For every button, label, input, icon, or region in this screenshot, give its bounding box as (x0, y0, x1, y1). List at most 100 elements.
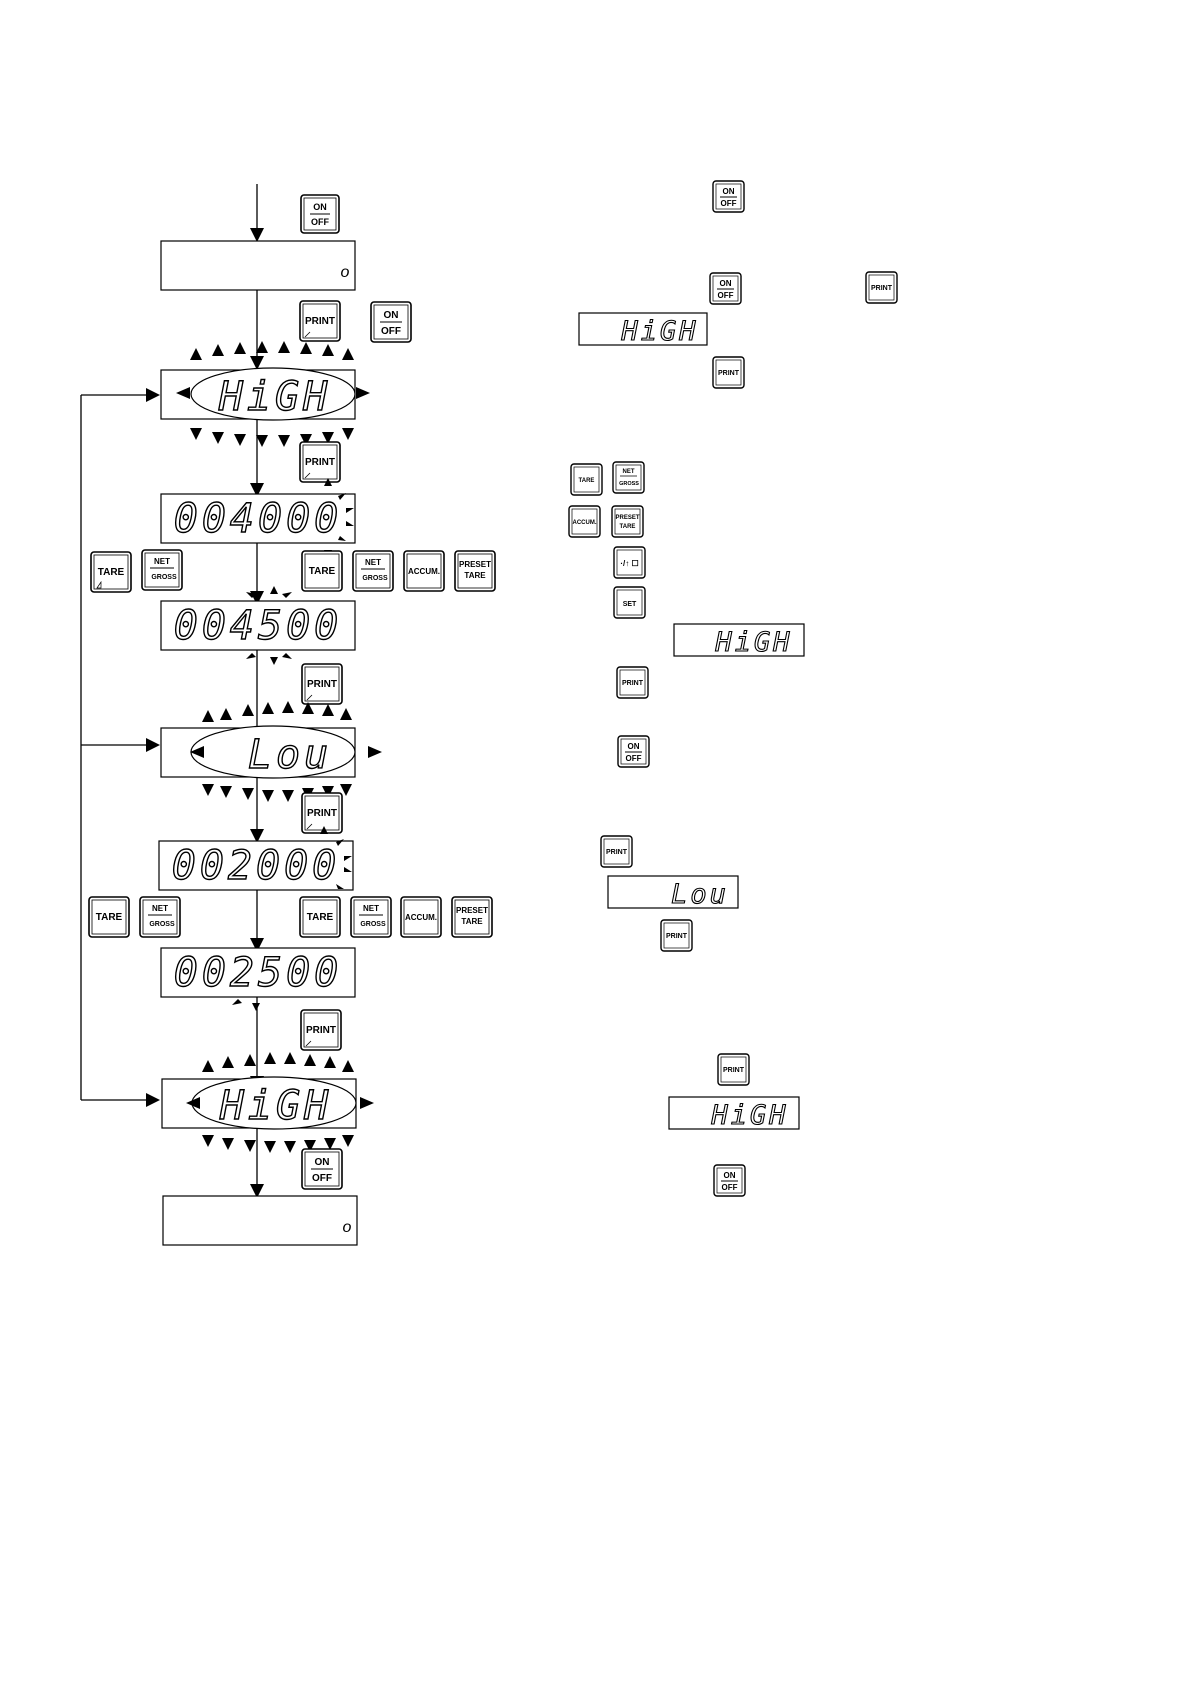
tare-key-right-2[interactable]: TARE (299, 896, 341, 938)
svg-text:PRINT: PRINT (307, 808, 337, 819)
ref-display-high-3 (668, 1096, 800, 1130)
print-key-3[interactable]: PRINT (301, 663, 343, 705)
svg-text:OFF: OFF (311, 217, 329, 227)
svg-text:OFF: OFF (312, 1173, 332, 1184)
svg-text:002500: 002500 (174, 950, 343, 996)
on-off-key-1[interactable]: ON OFF (370, 301, 412, 343)
svg-text:HiGH: HiGH (620, 316, 698, 347)
print-key-r4[interactable]: PRINT (600, 835, 633, 868)
accum-key-r[interactable]: ACCUM. (568, 505, 601, 538)
on-off-key-r2[interactable]: ON OFF (709, 272, 742, 305)
on-off-key-end[interactable]: ON OFF (301, 1148, 343, 1190)
on-off-key-r4[interactable]: ON OFF (713, 1164, 746, 1197)
ref-display-high-2 (673, 623, 805, 657)
net-gross-key-right-1[interactable]: NET GROSS (352, 550, 394, 592)
accum-key-2[interactable]: ACCUM. (400, 896, 442, 938)
net-gross-key-r[interactable]: NET GROSS (612, 461, 645, 494)
svg-text:SET: SET (623, 601, 637, 608)
svg-text:TARE: TARE (461, 917, 483, 926)
shift-key-r[interactable]: ·/↑ ☐ (613, 546, 646, 579)
ref-display-low (607, 875, 739, 909)
svg-text:TARE: TARE (98, 567, 125, 578)
svg-text:TARE: TARE (579, 478, 595, 484)
svg-text:ACCUM.: ACCUM. (408, 567, 440, 576)
svg-text:TARE: TARE (464, 571, 486, 580)
preset-tare-key-2[interactable]: PRESET TARE (451, 896, 493, 938)
svg-text:TARE: TARE (96, 912, 123, 923)
svg-text:PRINT: PRINT (622, 680, 644, 687)
svg-text:PRESET: PRESET (456, 906, 488, 915)
svg-text:PRESET: PRESET (459, 560, 491, 569)
print-key-2[interactable]: PRINT (299, 441, 341, 483)
tare-key-right-1[interactable]: TARE (301, 550, 343, 592)
ref-display-high-1 (578, 312, 708, 346)
display-high-flashing-2: HiGH (161, 1052, 374, 1153)
print-key-r2[interactable]: PRINT (712, 356, 745, 389)
accum-key-1[interactable]: ACCUM. (403, 550, 445, 592)
svg-text:PRINT: PRINT (871, 285, 893, 292)
svg-text:NET: NET (365, 558, 381, 567)
on-off-key-r3[interactable]: ON OFF (617, 735, 650, 768)
display-low-flashing: Lou (160, 701, 382, 802)
svg-text:HiGH: HiGH (218, 374, 331, 420)
print-key-r5[interactable]: PRINT (660, 919, 693, 952)
print-key-5[interactable]: PRINT (300, 1009, 342, 1051)
svg-text:GROSS: GROSS (362, 575, 388, 582)
svg-text:OFF: OFF (721, 199, 737, 208)
svg-text:NET: NET (154, 557, 170, 566)
svg-text:PRESET: PRESET (615, 515, 639, 521)
svg-text:Lou: Lou (248, 732, 332, 778)
svg-text:ON: ON (723, 187, 735, 196)
svg-text:OFF: OFF (381, 326, 401, 337)
display-dot-bottom: o (343, 1219, 352, 1236)
display-blank-bottom (162, 1195, 358, 1246)
svg-text:GROSS: GROSS (151, 574, 177, 581)
print-key-1[interactable]: PRINT (299, 300, 341, 342)
svg-text:ON: ON (724, 1171, 736, 1180)
net-gross-key-left-1[interactable]: NET GROSS (141, 549, 183, 591)
tare-key-left-1[interactable]: TARE (90, 551, 132, 593)
preset-tare-key-r[interactable]: PRESET TARE (611, 505, 644, 538)
svg-text:ON: ON (628, 742, 640, 751)
net-gross-key-left-2[interactable]: NET GROSS (139, 896, 181, 938)
print-key-r3[interactable]: PRINT (616, 666, 649, 699)
tare-key-r[interactable]: TARE (570, 463, 603, 496)
display-blank-top (160, 240, 356, 291)
on-off-key-r1[interactable]: ON OFF (712, 180, 745, 213)
svg-text:PRINT: PRINT (305, 316, 335, 327)
display-value-4500: 004500 (160, 586, 356, 665)
svg-text:·/↑ ☐: ·/↑ ☐ (620, 559, 638, 568)
set-key-r[interactable]: SET (613, 586, 646, 619)
svg-text:PRINT: PRINT (666, 933, 688, 940)
print-key-r1[interactable]: PRINT (865, 271, 898, 304)
print-key-4[interactable]: PRINT (301, 792, 343, 834)
svg-text:GROSS: GROSS (149, 921, 175, 928)
display-dot-top: o (341, 264, 350, 281)
display-value-2500: 002500 (160, 947, 356, 1011)
svg-text:002000: 002000 (172, 843, 341, 889)
svg-text:GROSS: GROSS (360, 921, 386, 928)
svg-text:PRINT: PRINT (307, 679, 337, 690)
svg-text:NET: NET (152, 904, 168, 913)
loop-back-connector (80, 388, 160, 1107)
net-gross-key-right-2[interactable]: NET GROSS (350, 896, 392, 938)
svg-text:PRINT: PRINT (606, 849, 628, 856)
on-off-key-start[interactable]: ON OFF (300, 194, 340, 234)
svg-text:Lou: Lou (671, 879, 729, 910)
svg-text:ON: ON (315, 1157, 330, 1168)
svg-text:ON: ON (313, 202, 327, 212)
print-key-r6[interactable]: PRINT (717, 1053, 750, 1086)
svg-text:ON: ON (720, 279, 732, 288)
svg-text:HiGH: HiGH (219, 1083, 332, 1129)
display-value-4000: 004000 (160, 478, 356, 558)
svg-text:ACCUM.: ACCUM. (573, 520, 597, 526)
svg-text:OFF: OFF (722, 1183, 738, 1192)
svg-text:OFF: OFF (626, 754, 642, 763)
svg-text:ACCUM.: ACCUM. (405, 913, 437, 922)
svg-text:NET: NET (363, 904, 379, 913)
svg-text:HiGH: HiGH (710, 1100, 788, 1131)
preset-tare-key-1[interactable]: PRESET TARE (454, 550, 496, 592)
svg-text:PRINT: PRINT (305, 457, 335, 468)
tare-key-left-2[interactable]: TARE (88, 896, 130, 938)
